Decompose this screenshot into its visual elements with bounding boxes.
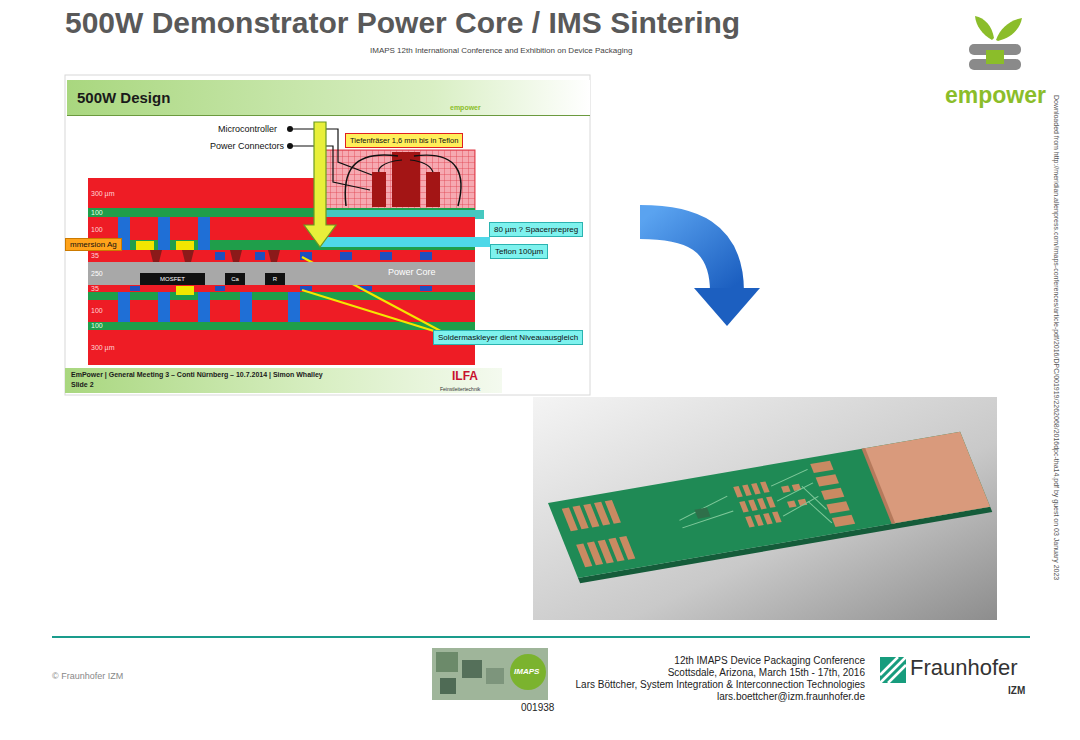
callout-box: Teflon 100µm (490, 244, 548, 259)
layer-thickness: 100 (91, 322, 103, 329)
document-number: 001938 (521, 702, 554, 713)
logo-text: IMAPS (514, 667, 539, 676)
part-label: Microcontroller (218, 124, 277, 134)
layer-thickness: 100 (91, 307, 103, 314)
part-label: Power Connectors (210, 141, 284, 151)
logo-text: IZM (1008, 685, 1025, 696)
layer-thickness: 35 (91, 285, 99, 292)
logo-text: Fraunhofer (910, 655, 1018, 681)
node-text: R (265, 273, 285, 285)
copyright: © Fraunhofer IZM (52, 671, 123, 681)
layer-thickness: 300 µm (91, 344, 115, 351)
node-text: Slide 2 (71, 381, 94, 388)
logo-text: ILFA (452, 369, 478, 383)
node-text: Teflon 100µm (495, 247, 543, 256)
node-text: Ca (225, 273, 245, 285)
logo-text: Feinstleitertechnik (440, 386, 480, 392)
conference-line: Lars Böttcher, System Integration & Inte… (576, 679, 865, 690)
inner-slide (65, 75, 590, 395)
transition-arrow (640, 222, 760, 326)
callout-box: mmersion Ag (65, 238, 122, 251)
component-box: MOSFET (140, 273, 205, 285)
slide-title: 500W Demonstrator Power Core / IMS Sinte… (65, 6, 740, 40)
node-text: 80 µm ? Spacerprepreg (494, 225, 578, 234)
imaps-image (432, 648, 548, 700)
node-text: Tiefenfräser 1,6 mm bis in Teflon (350, 136, 458, 145)
layer-thickness: 35 (91, 252, 99, 259)
fraunhofer-logo (880, 657, 906, 683)
node-text: MOSFET (140, 273, 205, 285)
callout-box: Tiefenfräser 1,6 mm bis in Teflon (345, 133, 463, 148)
empower-logo (969, 16, 1022, 70)
header-band: 500W Design (67, 80, 590, 116)
node-text: EmPower | General Meeting 3 – Conti Nürn… (71, 371, 323, 378)
node-text: 500W Design (77, 89, 580, 106)
layer-thickness: 100 (91, 209, 103, 216)
watermark: IMAPS 12th International Conference and … (370, 46, 632, 55)
logo-text: empower (945, 82, 1046, 109)
conference-line: 12th IMAPS Device Packaging Conference (674, 655, 865, 666)
conference-line: lars.boettcher@izm.fraunhofer.de (717, 691, 865, 702)
callout-box: Soldermaskleyer dient Niveauausgleich (433, 330, 583, 345)
callout-box: 80 µm ? Spacerprepreg (489, 222, 583, 237)
power-core-layer: Power CoreMOSFET Ca R (88, 262, 475, 285)
component-box: R (265, 273, 285, 285)
download-watermark: Downloaded from http://meridian.allenpre… (1053, 95, 1060, 580)
node-text: mmersion Ag (70, 240, 117, 249)
conference-line: Scottsdale, Arizona, March 15th - 17th, … (668, 667, 865, 678)
footer-rule (52, 636, 1030, 638)
node-text: Power Core (388, 267, 436, 277)
component-box: Ca (225, 273, 245, 285)
board-photo (533, 397, 997, 620)
logo-text: empower (450, 104, 481, 111)
node-text: Soldermaskleyer dient Niveauausgleich (438, 333, 578, 342)
milling-arrow (304, 122, 336, 247)
footer-band: EmPower | General Meeting 3 – Conti Nürn… (65, 368, 502, 393)
layer-thickness: 300 µm (91, 190, 115, 197)
layer-thickness: 250 (91, 270, 103, 277)
layer-stack (88, 150, 490, 365)
layer-thickness: 100 (91, 226, 103, 233)
